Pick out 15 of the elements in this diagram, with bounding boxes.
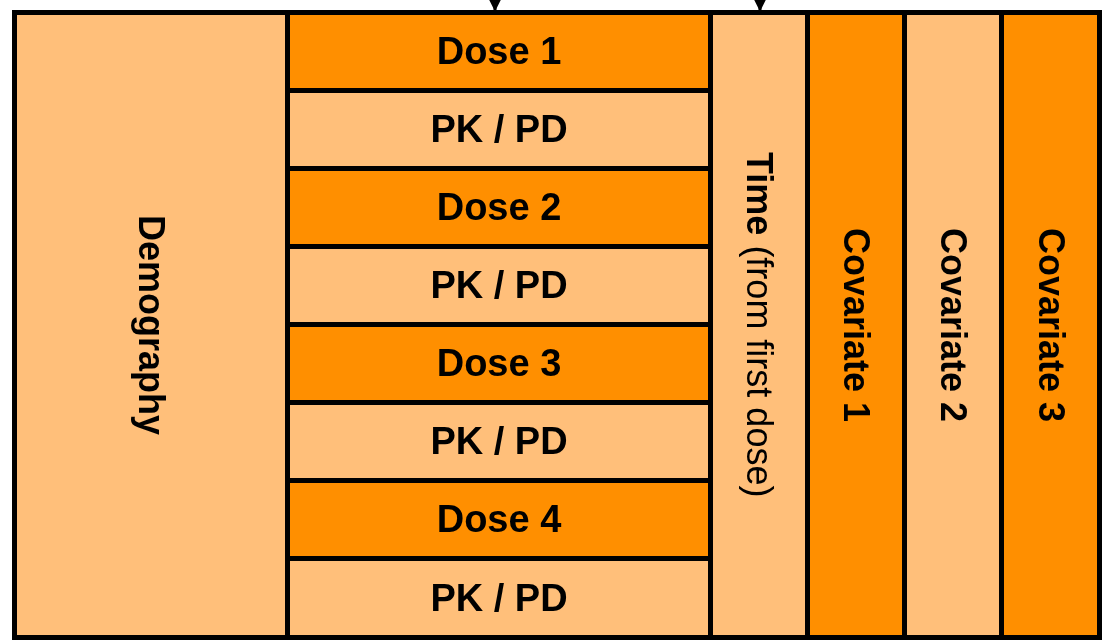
- arrow: [752, 0, 768, 12]
- node-label: Covariate 1: [835, 227, 878, 423]
- node-label: Dose 1: [436, 29, 562, 74]
- arrow: [487, 0, 503, 12]
- node-label: Demography: [130, 214, 173, 435]
- node-label: Dose 2: [436, 185, 562, 230]
- node-label: Covariate 3: [1029, 227, 1073, 423]
- node-label: PK / PD: [430, 107, 568, 152]
- node-label: Covariate 2: [932, 227, 975, 423]
- node-label: Dose 4: [436, 497, 562, 542]
- node-label: PK / PD: [430, 263, 568, 308]
- node-label: PK / PD: [430, 575, 568, 621]
- node-label: Dose 3: [436, 341, 562, 386]
- node-label: PK / PD: [430, 419, 568, 464]
- node-label: Time (from first dose): [738, 152, 781, 498]
